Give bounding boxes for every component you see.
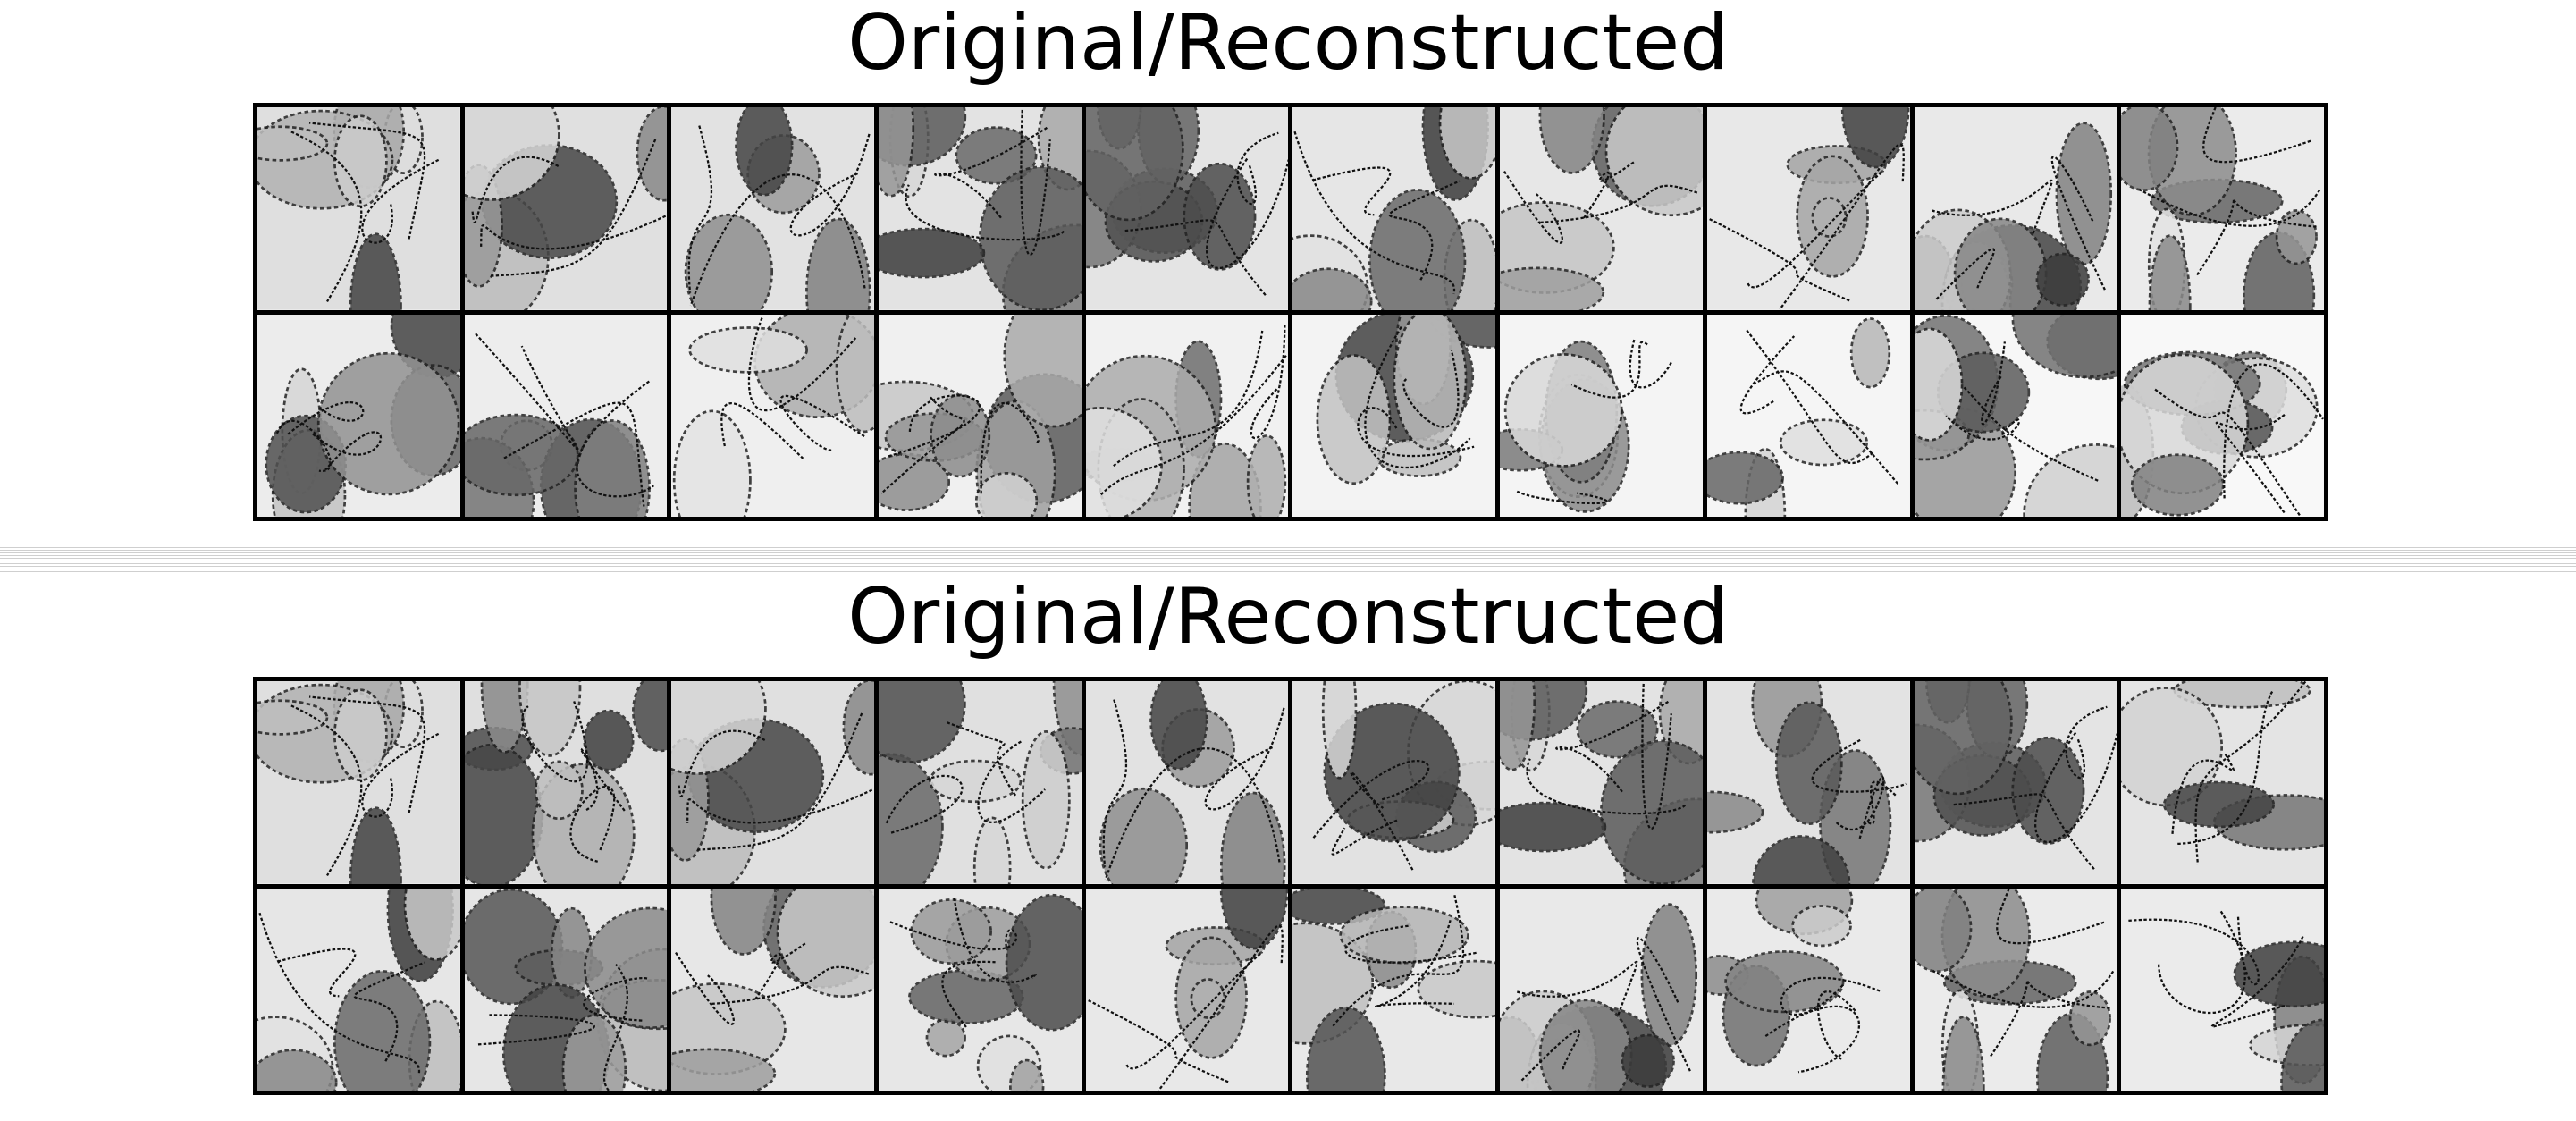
image-thumbnail <box>1500 107 1703 310</box>
image-grid <box>253 103 2328 521</box>
image-thumbnail <box>1085 681 1289 884</box>
image-thumbnail <box>879 888 1082 1091</box>
image-thumbnail <box>1706 314 1910 517</box>
image-grid <box>253 677 2328 1095</box>
image-thumbnail <box>879 107 1082 310</box>
image-thumbnail <box>879 314 1082 517</box>
image-thumbnail <box>1706 888 1910 1091</box>
image-thumbnail <box>1292 107 1496 310</box>
top-figure-panel: Original/Reconstructed <box>0 0 2576 547</box>
image-thumbnail <box>464 107 668 310</box>
image-thumbnail <box>2121 681 2324 884</box>
image-thumbnail <box>1500 681 1703 884</box>
image-thumbnail <box>1500 888 1703 1091</box>
bottom-figure-panel: Original/Reconstructed <box>0 572 2576 1121</box>
panel-divider <box>0 547 2576 574</box>
image-thumbnail <box>1292 314 1496 517</box>
image-thumbnail <box>464 888 668 1091</box>
image-thumbnail <box>1085 314 1289 517</box>
image-thumbnail <box>257 107 460 310</box>
image-thumbnail <box>1706 107 1910 310</box>
image-thumbnail <box>1085 107 1289 310</box>
figure-title: Original/Reconstructed <box>847 572 1729 662</box>
image-thumbnail <box>1914 107 2117 310</box>
image-thumbnail <box>2121 107 2324 310</box>
image-thumbnail <box>879 681 1082 884</box>
image-thumbnail <box>1914 888 2117 1091</box>
image-thumbnail <box>257 314 460 517</box>
image-thumbnail <box>1085 888 1289 1091</box>
image-thumbnail <box>671 314 875 517</box>
image-thumbnail <box>2121 888 2324 1091</box>
image-thumbnail <box>671 107 875 310</box>
image-thumbnail <box>1914 314 2117 517</box>
figure-title: Original/Reconstructed <box>847 0 1729 88</box>
image-thumbnail <box>2121 314 2324 517</box>
image-thumbnail <box>1706 681 1910 884</box>
image-thumbnail <box>671 681 875 884</box>
image-thumbnail <box>1292 888 1496 1091</box>
image-thumbnail <box>464 681 668 884</box>
image-thumbnail <box>257 888 460 1091</box>
image-thumbnail <box>671 888 875 1091</box>
image-thumbnail <box>257 681 460 884</box>
image-thumbnail <box>464 314 668 517</box>
image-thumbnail <box>1914 681 2117 884</box>
image-thumbnail <box>1500 314 1703 517</box>
image-thumbnail <box>1292 681 1496 884</box>
